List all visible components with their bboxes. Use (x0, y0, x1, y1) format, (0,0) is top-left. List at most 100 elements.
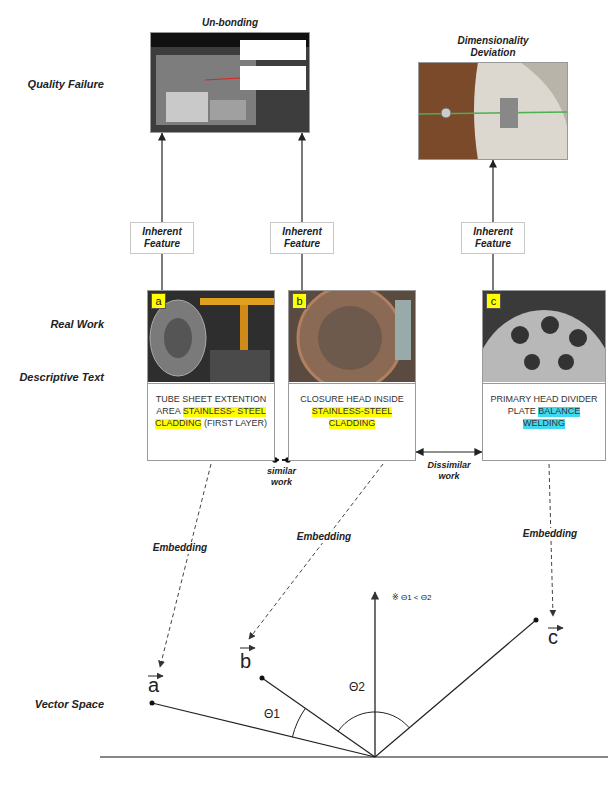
feature-text: Inherent Feature (277, 226, 327, 250)
deviation-photo (418, 62, 568, 160)
work-panel: bCLOSURE HEAD INSIDE STAINLESS-STEEL CLA… (288, 290, 416, 461)
quality-failure-photo: Un-bonding (150, 32, 310, 133)
row-label: Quality Failure (28, 78, 104, 91)
work-photo (569, 329, 587, 347)
vector-label: c (548, 626, 558, 648)
work-photo (298, 290, 402, 382)
panel-letter: c (486, 293, 501, 309)
angle-label: Θ1 (264, 707, 280, 721)
work-photo (524, 354, 540, 370)
photo-title: Dimensionality Deviation (448, 35, 538, 59)
embedding-label: Embedding (151, 542, 209, 554)
connector-label: similar work (257, 466, 307, 488)
unbonding-photo (150, 32, 310, 133)
work-photo (541, 316, 559, 334)
vector (262, 678, 375, 757)
description-area: PRIMARY HEAD DIVIDER PLATE BALANCE WELDI… (483, 383, 605, 460)
connector-label: Dissimilar work (419, 460, 479, 482)
work-panel: cPRIMARY HEAD DIVIDER PLATE BALANCE WELD… (482, 290, 606, 461)
photo-frame (289, 291, 415, 383)
work-photo (147, 290, 275, 382)
unbonding-photo (166, 92, 208, 122)
work-photo (210, 350, 270, 382)
vector-overline (148, 628, 563, 676)
axis (374, 592, 375, 757)
description-area: CLOSURE HEAD INSIDE STAINLESS-STEEL CLAD… (289, 383, 415, 460)
vector-label: b (240, 650, 251, 672)
work-photo (318, 306, 382, 370)
vector-dot (150, 701, 155, 706)
photo-frame (483, 291, 605, 383)
deviation-photo (441, 108, 451, 118)
angle-label: Θ2 (349, 680, 365, 694)
unbonding-photo (240, 40, 306, 60)
description-area: TUBE SHEET EXTENTION AREA STAINLESS- STE… (148, 383, 274, 460)
work-panel: aTUBE SHEET EXTENTION AREA STAINLESS- ST… (147, 290, 275, 461)
deviation-photo (500, 98, 518, 128)
work-photo (164, 318, 192, 358)
panel-letter: a (151, 293, 166, 309)
connector (416, 451, 482, 452)
angle-arc (338, 712, 409, 731)
work-photo (240, 305, 248, 350)
feature-box: Inherent Feature (130, 222, 194, 254)
unbonding-photo (240, 66, 306, 90)
work-photo (147, 290, 275, 382)
embedding-arrow (160, 464, 553, 667)
photo-frame (148, 291, 274, 383)
deviation-photo (418, 62, 568, 160)
description-text: PRIMARY HEAD DIVIDER PLATE BALANCE WELDI… (487, 393, 601, 429)
photo-title: Un-bonding (180, 17, 280, 29)
work-photo (200, 298, 275, 305)
work-photo (395, 300, 411, 360)
vector-dot (534, 618, 539, 623)
connector (492, 254, 493, 290)
connector (301, 133, 302, 222)
unbonding-photo (205, 78, 240, 80)
vector-dot (260, 676, 265, 681)
quality-failure-photo: Dimensionality Deviation (418, 62, 568, 160)
description-text: CLOSURE HEAD INSIDE STAINLESS-STEEL CLAD… (293, 393, 411, 429)
feature-text: Inherent Feature (137, 226, 187, 250)
vector-label: a (148, 674, 159, 696)
vector (152, 703, 375, 757)
embedding-label: Embedding (295, 531, 353, 543)
panel-letter: b (292, 293, 307, 309)
feature-box: Inherent Feature (461, 222, 525, 254)
vector-dot (150, 618, 539, 706)
deviation-photo (520, 62, 568, 130)
embedding-arrow (160, 464, 211, 667)
note: ※ Θ1 < Θ2 (392, 593, 431, 603)
angle-arc (292, 708, 305, 737)
work-photo (482, 310, 606, 382)
work-photo (150, 300, 206, 376)
feature-box: Inherent Feature (270, 222, 334, 254)
deviation-photo (418, 62, 478, 160)
feature-text: Inherent Feature (468, 226, 518, 250)
embedding-label: Embedding (521, 528, 579, 540)
row-label: Real Work (50, 318, 104, 331)
unbonding-photo (210, 100, 246, 120)
connector (161, 254, 162, 290)
unbonding-photo (150, 32, 310, 133)
work-photo (511, 326, 529, 344)
vector-overline (240, 648, 255, 649)
connector (161, 133, 162, 222)
vector (152, 620, 536, 757)
embedding-arrow (549, 464, 553, 616)
vector (375, 620, 536, 757)
work-photo (558, 354, 574, 370)
work-photo (288, 290, 416, 382)
work-photo (482, 290, 606, 382)
axis (100, 756, 608, 757)
embedding-arrow (249, 464, 383, 639)
description-text: TUBE SHEET EXTENTION AREA STAINLESS- STE… (152, 393, 270, 429)
connector (301, 254, 302, 290)
connector (492, 160, 493, 222)
row-label: Descriptive Text (19, 371, 104, 384)
angle-arc (292, 708, 409, 737)
axis (100, 592, 608, 757)
row-label: Vector Space (35, 698, 104, 711)
